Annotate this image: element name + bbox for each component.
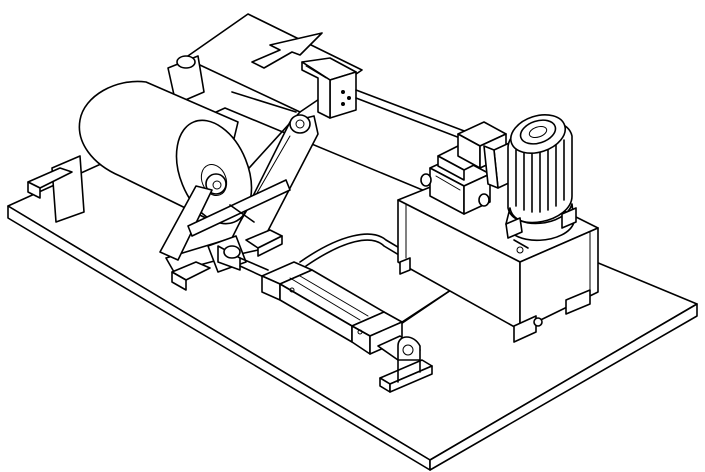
cylinder-mount [377, 335, 433, 393]
electric-motor [483, 114, 577, 242]
edge-sensor [301, 57, 357, 119]
roll-frame [27, 55, 205, 223]
direction-arrow [251, 32, 323, 69]
rod-end-clevis [207, 235, 269, 279]
roll-frame-front [159, 55, 319, 291]
hydraulic-cylinder [261, 261, 403, 355]
